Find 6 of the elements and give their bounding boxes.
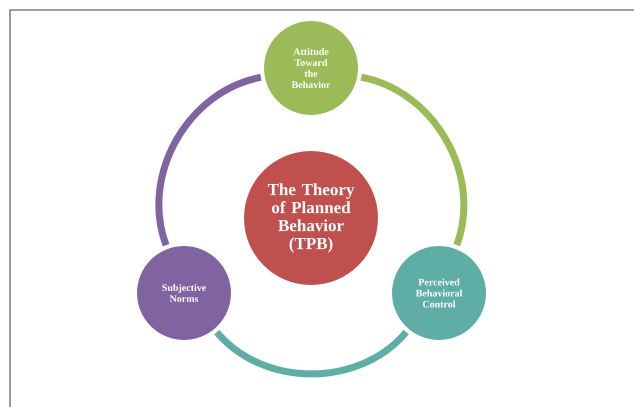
ring-arc (360, 74, 468, 246)
ring-arc (214, 330, 409, 378)
ring-arc (155, 74, 262, 246)
circle-node: Subjective Norms (135, 244, 233, 342)
circle-node: Attitude Toward the Behavior (262, 19, 360, 117)
circle-node: Perceived Behavioral Control (390, 244, 488, 342)
